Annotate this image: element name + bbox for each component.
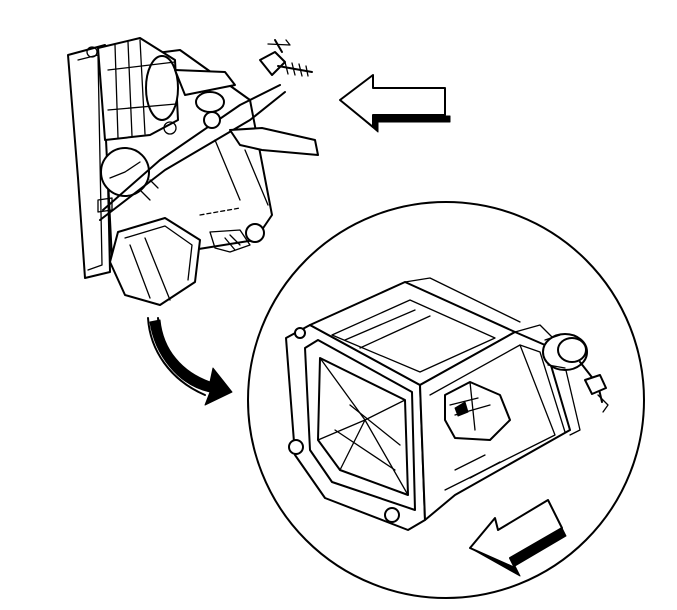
direction-arrow-bottom bbox=[469, 499, 567, 577]
removal-arrow bbox=[147, 317, 233, 406]
assembled-module bbox=[67, 37, 319, 306]
direction-arrow-top bbox=[339, 74, 451, 133]
removed-housing bbox=[285, 277, 609, 531]
detail-callout bbox=[247, 201, 645, 599]
